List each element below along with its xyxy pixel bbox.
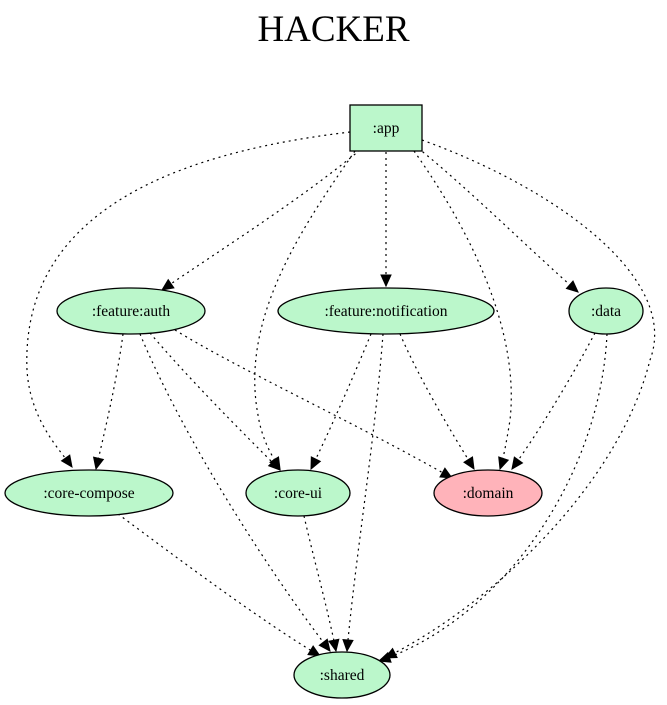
edge-feature-notification-to-domain: [399, 333, 475, 471]
node-feature-notification: :feature:notification: [277, 287, 495, 335]
edge-line: [413, 150, 512, 470]
arrowhead-icon: [377, 651, 392, 663]
node-app: :app: [349, 104, 423, 152]
arrowhead-icon: [318, 638, 331, 652]
edge-line: [149, 332, 281, 471]
edge-line: [384, 139, 656, 659]
edge-line: [399, 333, 475, 470]
edge-line: [346, 333, 384, 652]
edge-line: [139, 333, 331, 652]
node-feature-auth: :feature:auth: [56, 287, 206, 335]
edge-app-to-data: [417, 147, 579, 293]
node-label: :feature:auth: [92, 303, 171, 320]
edge-core-ui-to-shared: [303, 515, 340, 653]
nodes-layer: :app :feature:auth :feature:notification :d…: [4, 104, 644, 699]
edge-line: [511, 332, 596, 470]
node-core-compose: :core-compose: [4, 469, 174, 517]
node-ellipse: [433, 469, 543, 517]
arrowhead-icon: [565, 280, 579, 293]
arrowhead-icon: [328, 638, 340, 653]
node-label: :shared: [320, 667, 365, 684]
node-label: :domain: [463, 485, 514, 502]
arrowhead-icon: [161, 278, 175, 291]
edge-app-to-feature-auth: [161, 149, 361, 291]
edge-feature-notification-to-core-ui: [310, 333, 372, 471]
arrowhead-icon: [439, 467, 454, 479]
edge-app-to-domain: [413, 150, 512, 471]
node-data: :data: [568, 287, 644, 335]
edge-line: [310, 333, 372, 470]
edge-line: [303, 515, 337, 652]
node-label: :feature:notification: [324, 303, 447, 320]
node-box: [349, 104, 423, 152]
node-ellipse: [277, 287, 495, 335]
edges-layer: [26, 131, 656, 663]
edge-feature-auth-to-core-compose: [92, 333, 124, 471]
node-ellipse: [293, 651, 391, 699]
arrowhead-icon: [463, 456, 475, 471]
arrowhead-icon: [60, 454, 73, 468]
edge-core-compose-to-shared: [117, 513, 322, 657]
edge-line: [117, 513, 321, 657]
edge-data-to-domain: [511, 332, 596, 470]
arrowhead-icon: [380, 274, 392, 288]
edge-app-to-core-compose: [26, 131, 351, 468]
node-label: :core-compose: [43, 485, 134, 502]
node-label: :app: [373, 120, 400, 137]
node-ellipse: [4, 469, 174, 517]
arrowhead-icon: [92, 456, 105, 471]
edge-feature-auth-to-core-ui: [149, 332, 281, 471]
node-core-ui: :core-ui: [245, 469, 351, 517]
edge-line: [161, 149, 361, 291]
arrowhead-icon: [498, 456, 510, 471]
node-ellipse: [56, 287, 206, 335]
edge-feature-auth-to-domain: [174, 329, 454, 479]
edge-app-to-feature-notification: [380, 152, 392, 288]
arrowhead-icon: [342, 639, 354, 653]
edge-line: [174, 329, 453, 479]
node-ellipse: [245, 469, 351, 517]
edge-feature-auth-to-shared: [139, 333, 331, 652]
edge-line: [26, 131, 351, 468]
node-ellipse: [568, 287, 644, 335]
arrowhead-icon: [307, 645, 322, 657]
graph-title: HACKER: [257, 9, 410, 50]
node-label: :core-ui: [274, 485, 323, 502]
node-shared: :shared: [293, 651, 391, 699]
arrowhead-icon: [511, 456, 524, 470]
edge-feature-notification-to-shared: [342, 333, 384, 653]
node-label: :data: [591, 303, 621, 320]
edge-line: [378, 333, 608, 662]
edge-line: [95, 333, 124, 470]
node-domain: :domain: [433, 469, 543, 517]
arrowhead-icon: [310, 456, 322, 471]
edge-app-to-shared: [383, 139, 656, 659]
edge-data-to-shared: [377, 333, 608, 663]
edge-line: [417, 147, 579, 293]
arrowhead-icon: [267, 457, 281, 471]
